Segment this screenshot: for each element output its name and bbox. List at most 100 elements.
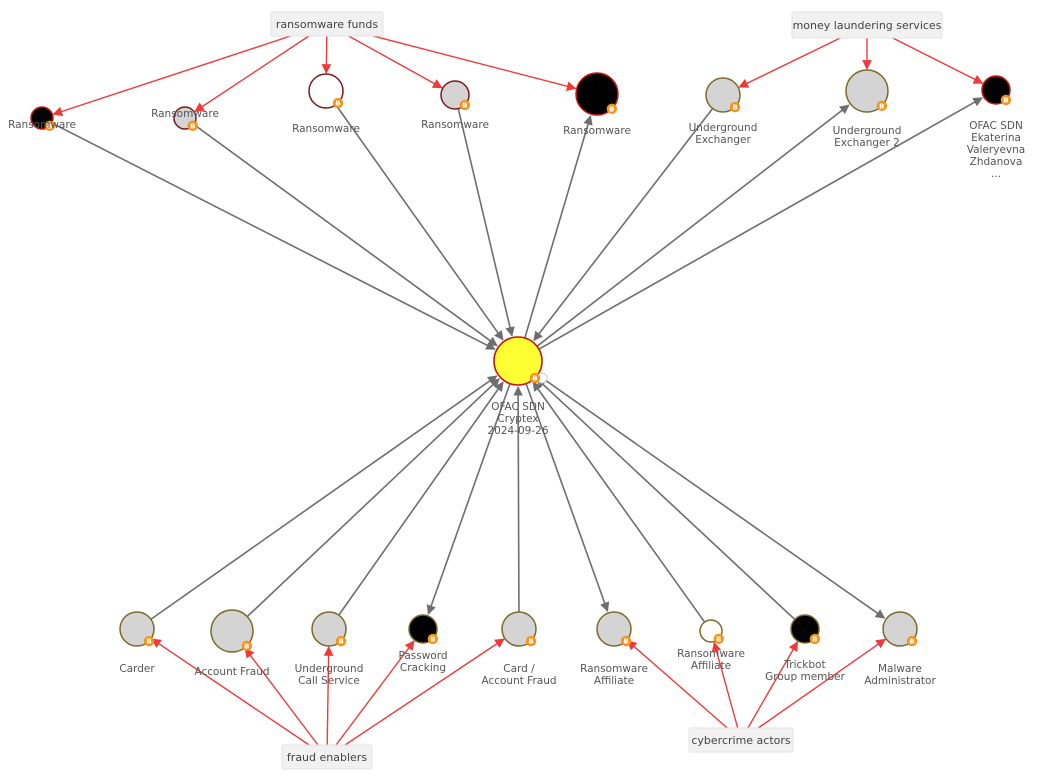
bitcoin-icon: Ƀ xyxy=(529,372,548,384)
node-circle[interactable] xyxy=(210,609,254,653)
group-edge-rw5 xyxy=(373,35,577,92)
flow-edge-ue1 xyxy=(533,107,714,342)
flow-edge-rwaff1 xyxy=(525,383,610,613)
group-edge-ofac_z xyxy=(892,37,984,84)
group-edge-rwaff1 xyxy=(626,640,728,729)
bitcoin-icon: Ƀ xyxy=(606,103,618,115)
node-circle[interactable] xyxy=(493,336,543,386)
group-edge-ucs xyxy=(323,646,334,746)
svg-text:Ƀ: Ƀ xyxy=(812,635,817,643)
svg-text:Ƀ: Ƀ xyxy=(338,638,343,646)
bitcoin-icon: Ƀ xyxy=(143,635,155,647)
group-label: fraud enablers xyxy=(287,751,367,764)
flow-edge-accfraud xyxy=(246,378,500,618)
group-box-money_laundering[interactable]: money laundering services xyxy=(791,11,943,39)
group-edge-trickbot xyxy=(747,641,799,729)
bitcoin-icon: Ƀ xyxy=(876,100,888,112)
svg-text:Ƀ: Ƀ xyxy=(462,101,467,109)
entity-node-rw4[interactable]: Ƀ Ransomware xyxy=(421,80,489,131)
entity-node-accfraud[interactable]: Ƀ Account Fraud xyxy=(194,609,270,678)
svg-text:Ƀ: Ƀ xyxy=(430,635,435,643)
bitcoin-icon: Ƀ xyxy=(335,635,347,647)
group-edge-carder xyxy=(151,638,310,746)
flow-edge-ofac_z xyxy=(538,97,983,350)
svg-text:Ƀ: Ƀ xyxy=(528,638,533,646)
svg-text:Ƀ: Ƀ xyxy=(335,100,340,108)
group-edge-rw4 xyxy=(348,35,443,89)
bitcoin-icon: Ƀ xyxy=(713,633,724,644)
bitcoin-icon: Ƀ xyxy=(187,120,198,131)
flow-edge-rw5 xyxy=(524,115,593,339)
group-edge-rw1 xyxy=(52,35,291,117)
group-edge-accfraud xyxy=(244,647,319,746)
node-circle[interactable] xyxy=(575,72,619,116)
node-label: Ransomware xyxy=(292,123,360,135)
entity-node-cardacc[interactable]: Ƀ Card /Account Fraud xyxy=(481,611,557,687)
flow-edge-cardacc xyxy=(513,386,523,613)
entity-node-rw2[interactable]: Ƀ Ransomware xyxy=(151,106,219,131)
svg-text:Ƀ: Ƀ xyxy=(609,105,614,113)
svg-text:Ƀ: Ƀ xyxy=(190,122,195,130)
node-label: Ransomware xyxy=(8,119,76,131)
node-circle[interactable] xyxy=(845,69,889,113)
group-box-ransomware_funds[interactable]: ransomware funds xyxy=(270,11,384,37)
group-label: ransomware funds xyxy=(276,18,378,31)
flow-edge-rwaff2 xyxy=(532,381,706,623)
group-edge-pwcrack xyxy=(335,640,415,746)
bitcoin-icon: Ƀ xyxy=(620,635,632,647)
flow-edge-rw2 xyxy=(193,123,498,347)
svg-text:Ƀ: Ƀ xyxy=(909,638,914,646)
bitcoin-icon: Ƀ xyxy=(459,99,471,111)
bitcoin-icon: Ƀ xyxy=(1000,94,1012,106)
bitcoin-icon: Ƀ xyxy=(809,633,821,645)
svg-text:Ƀ: Ƀ xyxy=(623,638,628,646)
node-label: Ransomware xyxy=(563,125,631,137)
bitcoin-icon: Ƀ xyxy=(44,120,55,131)
bitcoin-icon: Ƀ xyxy=(241,640,253,652)
flow-edge-rw4 xyxy=(457,108,515,337)
node-label: Ransomware xyxy=(151,108,219,120)
group-edges xyxy=(52,35,984,746)
entity-node-rw3[interactable]: Ƀ Ransomware xyxy=(292,73,360,135)
group-layer: ransomware funds money laundering service… xyxy=(270,11,943,770)
group-edge-rwaff2 xyxy=(711,641,739,729)
flow-edge-ucs xyxy=(338,381,504,616)
group-label: cybercrime actors xyxy=(691,734,791,747)
svg-text:Ƀ: Ƀ xyxy=(1003,96,1008,104)
flow-edge-trickbot xyxy=(536,378,796,621)
node-label: Account Fraud xyxy=(194,666,269,678)
group-box-cybercrime_actors[interactable]: cybercrime actors xyxy=(688,727,794,753)
node-label: Ransomware xyxy=(421,119,489,131)
entity-node-rw5[interactable]: Ƀ Ransomware xyxy=(563,72,631,137)
node-label: Card /Account Fraud xyxy=(481,663,556,687)
svg-text:Ƀ: Ƀ xyxy=(47,122,52,130)
bitcoin-icon: Ƀ xyxy=(332,97,344,109)
flow-edge-malware xyxy=(537,374,886,619)
svg-text:Ƀ: Ƀ xyxy=(732,104,737,112)
group-edge-ue1 xyxy=(738,37,841,88)
group-edge-rw2 xyxy=(194,35,310,112)
flow-edge-rw1 xyxy=(51,122,496,350)
group-box-fraud_enablers[interactable]: fraud enablers xyxy=(281,744,373,770)
svg-text:Ƀ: Ƀ xyxy=(879,102,884,110)
